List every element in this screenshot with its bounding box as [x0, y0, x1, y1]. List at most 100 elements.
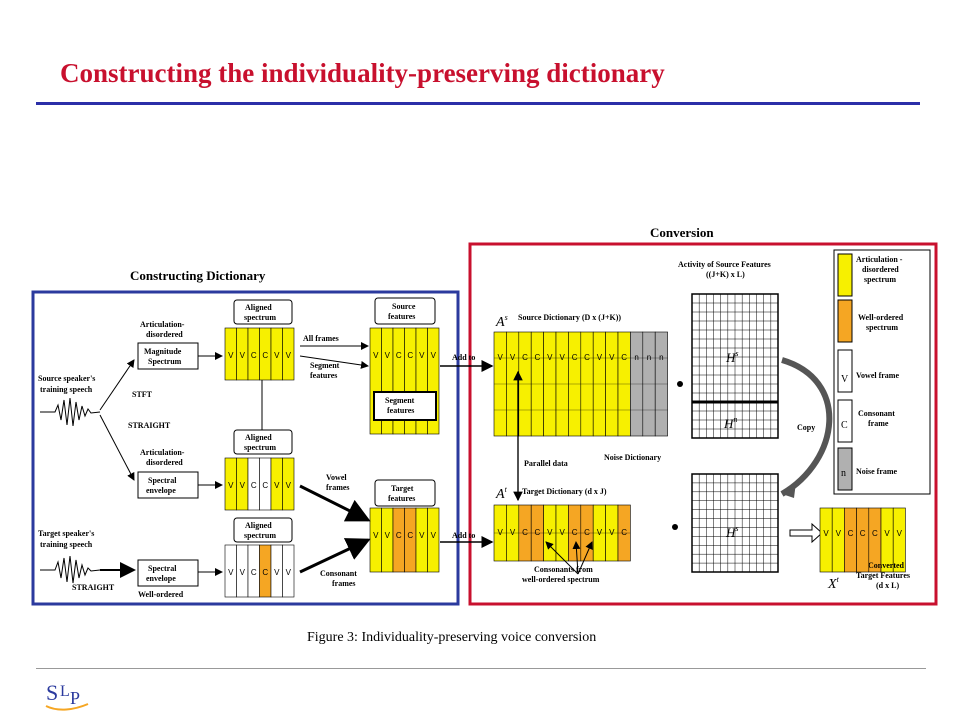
- Hn-symbol: Hn: [723, 415, 737, 431]
- matrix-column-letter: C: [251, 351, 257, 360]
- copy-label: Copy: [797, 423, 815, 432]
- matrix-column: [282, 327, 295, 381]
- At-symbol: At: [495, 485, 508, 502]
- matrix-column-letter: V: [897, 529, 903, 538]
- legend-yellow-swatch: [837, 253, 853, 297]
- matrix-column-letter: C: [584, 528, 590, 537]
- matrix-column-letter: C: [407, 531, 413, 540]
- activity-label: Activity of Source Features ((J+K) x L): [678, 260, 773, 279]
- matrix-column-letter: V: [274, 568, 280, 577]
- copy-arrow: [780, 357, 833, 497]
- legend-well-label: Well-ordered spectrum: [858, 313, 905, 332]
- matrix-column-letter: V: [836, 529, 842, 538]
- add-to-source-label: Add to: [452, 353, 475, 362]
- matrix-column-letter: V: [240, 568, 246, 577]
- matrix-column-letter: V: [274, 481, 280, 490]
- add-to-target-label: Add to: [452, 531, 475, 540]
- matrix-column-letter: V: [547, 353, 553, 362]
- multiply-dot-top: [677, 381, 683, 387]
- matrix-column: [381, 507, 394, 573]
- matrix-column-letter: V: [609, 528, 615, 537]
- svg-text:Spectral envelope: Spectral envelope: [146, 476, 178, 495]
- matrix-column: [282, 457, 295, 511]
- matrix-column-letter: C: [251, 481, 257, 490]
- matrix-column-letter: C: [872, 529, 878, 538]
- matrix-column: [892, 507, 906, 573]
- matrix-column-letter: V: [385, 351, 391, 360]
- legend-consonant-label: Consonant frame: [858, 409, 897, 428]
- matrix-column-letter: C: [396, 351, 402, 360]
- converted-label: Converted Target Features (d x L): [856, 561, 912, 590]
- svg-text:P: P: [70, 688, 80, 708]
- matrix-column-letter: C: [522, 353, 528, 362]
- source-dictionary-label: Source Dictionary (D x (J+K)): [518, 313, 621, 322]
- matrix-column: [844, 507, 857, 573]
- target-dictionary-label: Target Dictionary (d x J): [522, 487, 607, 496]
- legend-noise-swatch: [837, 447, 853, 491]
- legend-orange-swatch: [837, 299, 853, 343]
- target-speaker-label: Target speaker's training speech: [38, 529, 96, 549]
- matrix-column-letter: V: [240, 351, 246, 360]
- slp-logo: S L P: [45, 680, 89, 711]
- matrix-column-letter: V: [547, 528, 553, 537]
- legend-vowel-label: Vowel frame: [856, 371, 899, 380]
- multiply-dot-bottom: [672, 524, 678, 530]
- matrix-column-letter: V: [419, 531, 425, 540]
- matrix-column-letter: V: [228, 568, 234, 577]
- parallel-data-label: Parallel data: [524, 459, 568, 468]
- matrix-column-letter: V: [373, 531, 379, 540]
- footer-divider: [36, 668, 926, 669]
- matrix-column-letter: V: [498, 353, 504, 362]
- matrix-column-letter: C: [621, 353, 627, 362]
- constructing-heading: Constructing Dictionary: [130, 268, 266, 283]
- matrix-column-letter: n: [659, 353, 663, 362]
- figure-caption: Figure 3: Individuality-preserving voice…: [307, 630, 596, 645]
- matrix-column-letter: V: [560, 353, 566, 362]
- straight-top-label: STRAIGHT: [128, 421, 171, 430]
- matrix-column-letter: V: [498, 528, 504, 537]
- matrix-column-letter: V: [884, 529, 890, 538]
- matrix-column: [282, 544, 295, 598]
- matrix-column-letter: C: [535, 353, 541, 362]
- source-speaker-label: Source speaker's training speech: [38, 374, 97, 394]
- matrix-column: [831, 507, 845, 573]
- Hs-symbol-top: Hs: [725, 349, 739, 365]
- noise-dictionary-label: Noise Dictionary: [604, 453, 661, 462]
- matrix-column-letter: C: [621, 528, 627, 537]
- matrix-column-letter: V: [373, 351, 379, 360]
- matrix-column-letter: C: [522, 528, 528, 537]
- matrix-column: [427, 507, 440, 573]
- svg-text:Spectral envelope: Spectral envelope: [146, 564, 178, 583]
- legend-artic-label: Articulation - disordered spectrum: [856, 255, 904, 284]
- matrix-column-letter: V: [286, 481, 292, 490]
- matrix-column-letter: C: [262, 351, 268, 360]
- matrix-column-letter: V: [228, 351, 234, 360]
- Hs-symbol-bottom: Hs: [725, 524, 739, 540]
- matrix-column-letter: V: [510, 528, 516, 537]
- stft-label: STFT: [132, 390, 153, 399]
- matrix-column-letter: V: [286, 351, 292, 360]
- matrix-column-letter: V: [431, 351, 437, 360]
- straight-bottom-label: STRAIGHT: [72, 583, 115, 592]
- constructing-frame: [31, 290, 460, 606]
- matrix-column-letter: V: [597, 528, 603, 537]
- svg-text:L: L: [60, 683, 70, 700]
- matrix-column-letter: C: [396, 531, 402, 540]
- source-waveform: [40, 397, 101, 427]
- result-arrow: [789, 522, 823, 544]
